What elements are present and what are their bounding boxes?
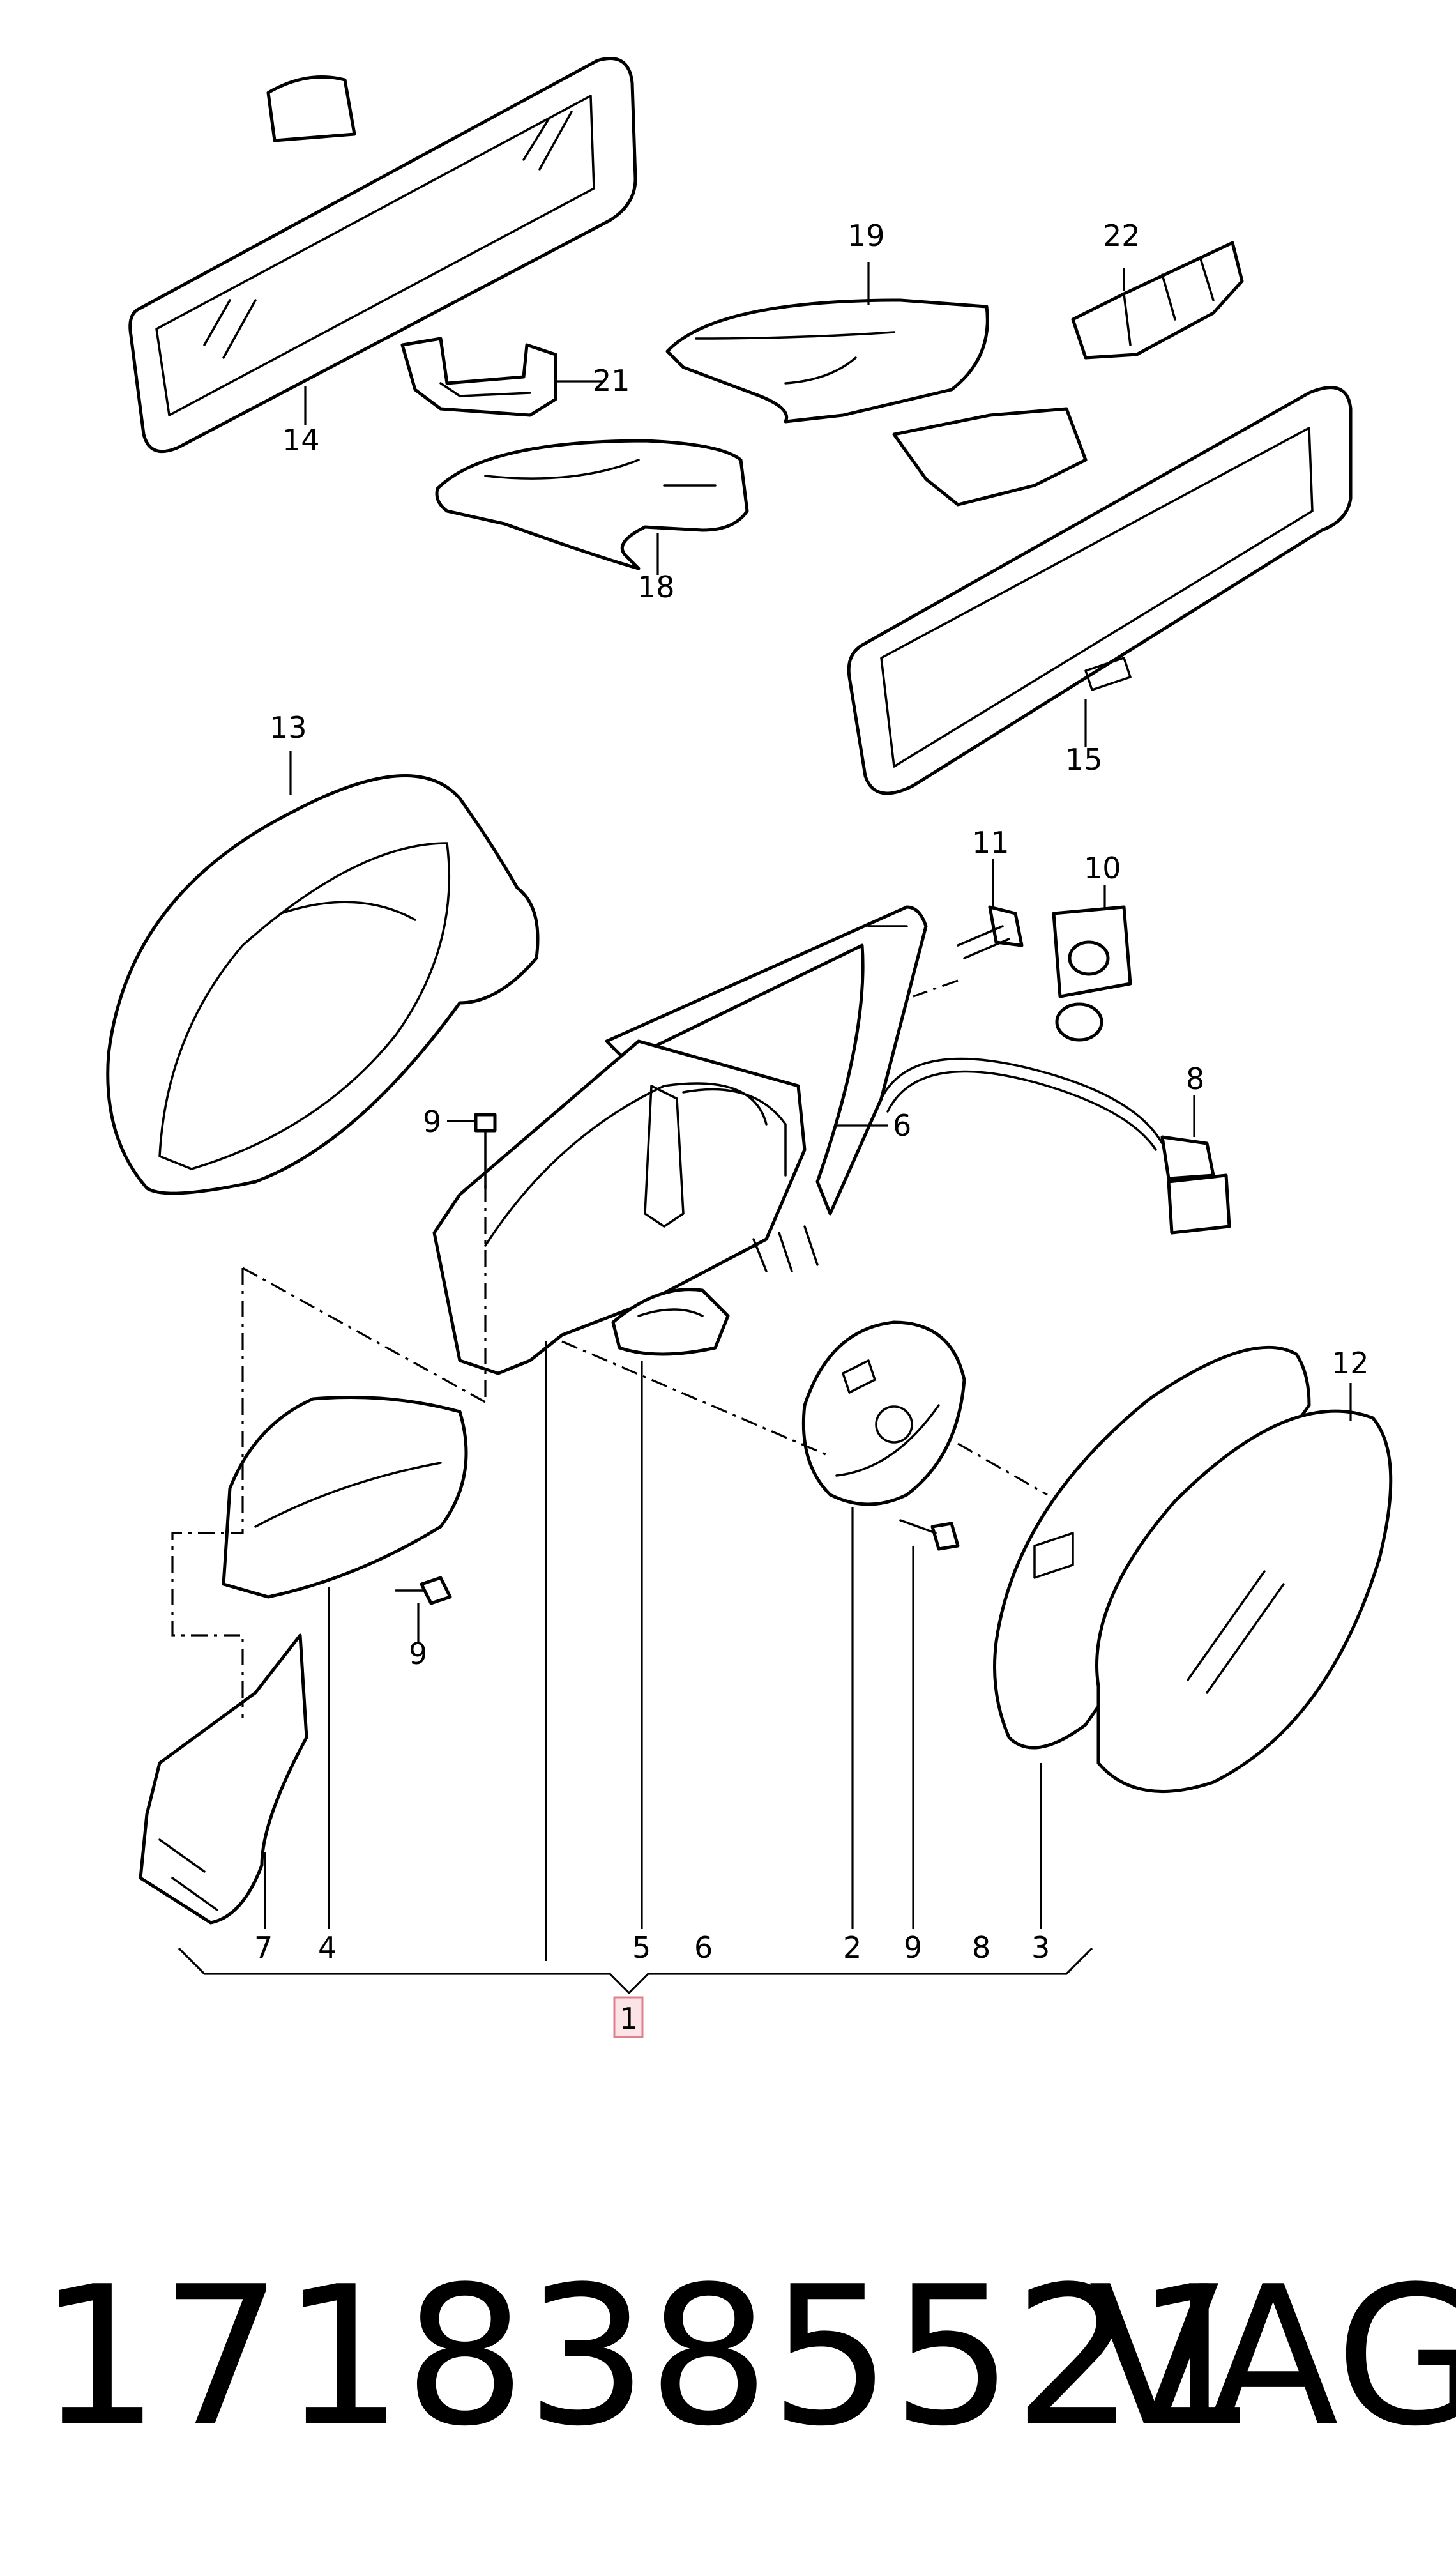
callout-22: 22 (1103, 218, 1141, 253)
callout-15: 15 (1065, 742, 1103, 777)
part-12-mirror-glass (1095, 1409, 1393, 1793)
part-7-trim (139, 1633, 308, 1925)
part-19-cover (665, 298, 989, 424)
part-15-interior-mirror (847, 386, 1353, 795)
exploded-parts-diagram: 14 21 18 19 22 15 13 11 10 8 6 9 12 9 7 … (106, 57, 1393, 2038)
part-5-pad (611, 1288, 730, 1356)
callouts: 14 21 18 19 22 15 13 11 10 8 6 9 12 9 7 … (254, 218, 1369, 2038)
part-10-grommet (1052, 905, 1132, 1042)
part-11-screw (957, 905, 1024, 959)
part-1-frame-assembly (432, 1039, 819, 1375)
part-2-adjusting-motor (801, 1320, 966, 1506)
part-9-screw-right (899, 1519, 960, 1551)
part-22-clip (1071, 241, 1244, 360)
callout-1-highlight (613, 1996, 644, 2038)
part-9-screw-middle (395, 1576, 452, 1605)
part-8-harness (880, 1057, 1231, 1235)
callout-9-bottom: 9 (904, 1930, 922, 1965)
callout-11: 11 (972, 825, 1010, 860)
callout-8-bottom: 8 (972, 1930, 990, 1965)
part-18-cover (435, 439, 749, 570)
leader-lines (171, 262, 1352, 1995)
brand-caption: VAG (1089, 2245, 1456, 2468)
callout-19: 19 (847, 218, 885, 253)
callout-14: 14 (282, 423, 320, 457)
callout-12: 12 (1331, 1346, 1369, 1380)
part-4-cap (222, 1396, 468, 1599)
part-9-screw-upper (474, 1113, 497, 1189)
callout-6-bottom: 6 (694, 1930, 713, 1965)
callout-5: 5 (632, 1930, 651, 1965)
callout-8: 8 (1186, 1062, 1204, 1096)
callout-13: 13 (269, 710, 307, 745)
callout-7: 7 (254, 1930, 273, 1965)
callout-2: 2 (843, 1930, 861, 1965)
callout-3: 3 (1031, 1930, 1050, 1965)
callout-6-right: 6 (893, 1108, 911, 1143)
callout-9-middle: 9 (409, 1637, 427, 1671)
callout-9-upper: 9 (423, 1104, 441, 1139)
callout-10: 10 (1084, 851, 1121, 885)
part-6-mirror-base (605, 905, 928, 1216)
callout-21: 21 (593, 363, 630, 398)
part-21-bracket (400, 337, 557, 417)
callout-1: 1 (619, 2001, 638, 2036)
part-number-caption: 1718385521 (38, 2245, 1257, 2468)
part-14-interior-mirror (128, 57, 637, 454)
callout-4: 4 (318, 1930, 337, 1965)
callout-18: 18 (637, 570, 675, 604)
part-13-mirror-housing (106, 774, 540, 1195)
